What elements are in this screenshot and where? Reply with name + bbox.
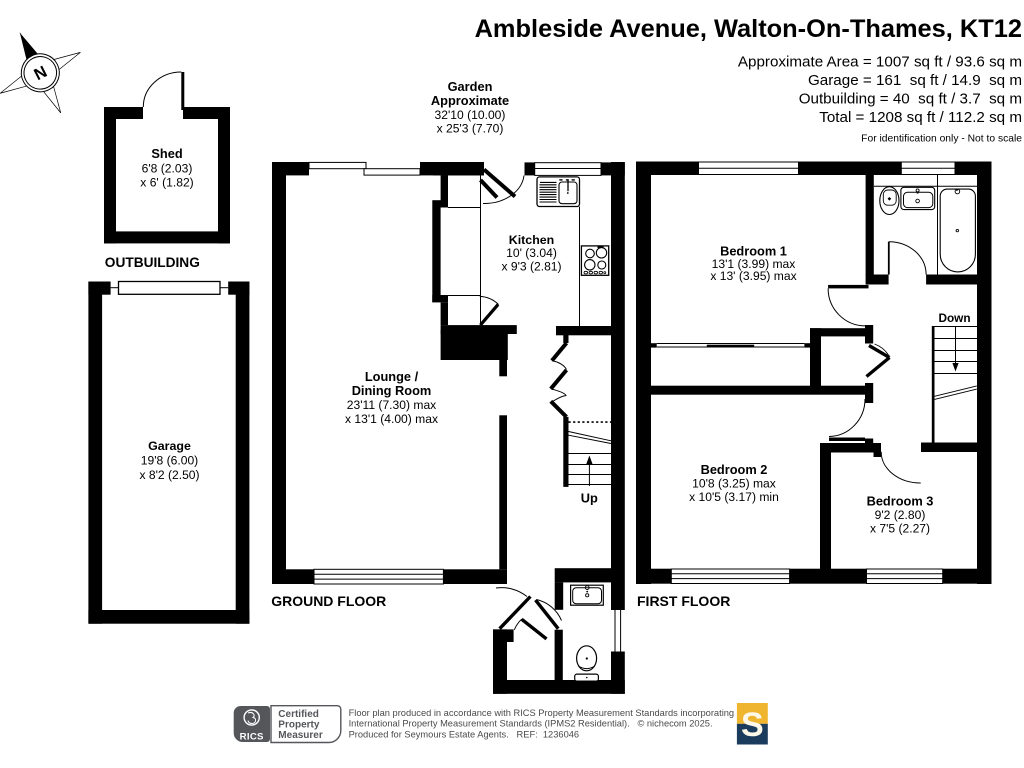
svg-text:Floor plan produced in accorda: Floor plan produced in accordance with R…: [349, 708, 735, 718]
svg-text:Measurer: Measurer: [278, 730, 323, 741]
svg-text:Certified: Certified: [278, 709, 319, 720]
svg-text:Down: Down: [938, 311, 970, 325]
svg-text:Produced for Seymours Estate A: Produced for Seymours Estate Agents. REF…: [349, 730, 579, 740]
svg-text:FIRST FLOOR: FIRST FLOOR: [637, 593, 730, 609]
svg-text:13'1 (3.99) max: 13'1 (3.99) max: [712, 257, 796, 271]
svg-text:9'2 (2.80): 9'2 (2.80): [875, 508, 926, 522]
svg-text:Bedroom 3: Bedroom 3: [867, 494, 934, 509]
svg-text:6'8 (2.03): 6'8 (2.03): [142, 162, 193, 176]
svg-text:x 13'1 (4.00) max: x 13'1 (4.00) max: [345, 412, 438, 426]
svg-text:OUTBUILDING: OUTBUILDING: [105, 255, 200, 270]
svg-text:Total = 1208 sq ft / 112.2 sq: Total = 1208 sq ft / 112.2 sq m: [819, 109, 1022, 126]
svg-text:10'8 (3.25) max: 10'8 (3.25) max: [692, 477, 776, 491]
svg-text:Bedroom 1: Bedroom 1: [720, 244, 787, 259]
svg-text:Up: Up: [581, 491, 598, 506]
svg-text:19'8 (6.00): 19'8 (6.00): [141, 454, 198, 468]
svg-text:x 6' (1.82): x 6' (1.82): [140, 176, 193, 190]
svg-text:x 13' (3.95) max: x 13' (3.95) max: [710, 269, 796, 283]
svg-text:GROUND FLOOR: GROUND FLOOR: [271, 593, 386, 609]
svg-text:Garden: Garden: [448, 79, 493, 94]
svg-text:For identification only - Not: For identification only - Not to scale: [861, 133, 1022, 144]
svg-text:x 8'2 (2.50): x 8'2 (2.50): [139, 468, 199, 482]
svg-text:Approximate Area = 1007 sq ft: Approximate Area = 1007 sq ft / 93.6 sq …: [738, 54, 1022, 71]
svg-text:Ambleside Avenue, Walton-On-Th: Ambleside Avenue, Walton-On-Thames, KT12: [475, 15, 1022, 43]
svg-text:10' (3.04): 10' (3.04): [506, 246, 557, 260]
svg-text:S: S: [741, 706, 764, 744]
svg-text:Garage: Garage: [148, 439, 191, 453]
svg-text:Outbuilding = 40 sq ft / 3.7: Outbuilding = 40 sq ft / 3.7 sq m: [799, 91, 1022, 108]
svg-text:Bedroom 2: Bedroom 2: [701, 462, 768, 477]
svg-text:x 10'5 (3.17) min: x 10'5 (3.17) min: [689, 490, 779, 504]
svg-text:International Property Measure: International Property Measurement Stand…: [349, 719, 713, 729]
svg-text:32'10 (10.00): 32'10 (10.00): [435, 108, 506, 122]
svg-text:Dining Room: Dining Room: [352, 383, 432, 398]
svg-text:Kitchen: Kitchen: [509, 233, 554, 247]
svg-text:x 9'3 (2.81): x 9'3 (2.81): [501, 260, 561, 274]
svg-text:x 7'5 (2.27): x 7'5 (2.27): [870, 522, 930, 536]
svg-text:Property: Property: [278, 720, 320, 731]
svg-text:Garage = 161 sq ft / 14.9 sq: Garage = 161 sq ft / 14.9 sq m: [808, 72, 1022, 89]
svg-text:RICS: RICS: [240, 732, 264, 743]
svg-text:23'11 (7.30) max: 23'11 (7.30) max: [347, 398, 436, 412]
svg-text:Shed: Shed: [151, 146, 182, 161]
svg-text:x 25'3 (7.70): x 25'3 (7.70): [437, 122, 504, 136]
svg-text:Approximate: Approximate: [431, 93, 509, 108]
svg-text:Lounge /: Lounge /: [365, 369, 419, 384]
